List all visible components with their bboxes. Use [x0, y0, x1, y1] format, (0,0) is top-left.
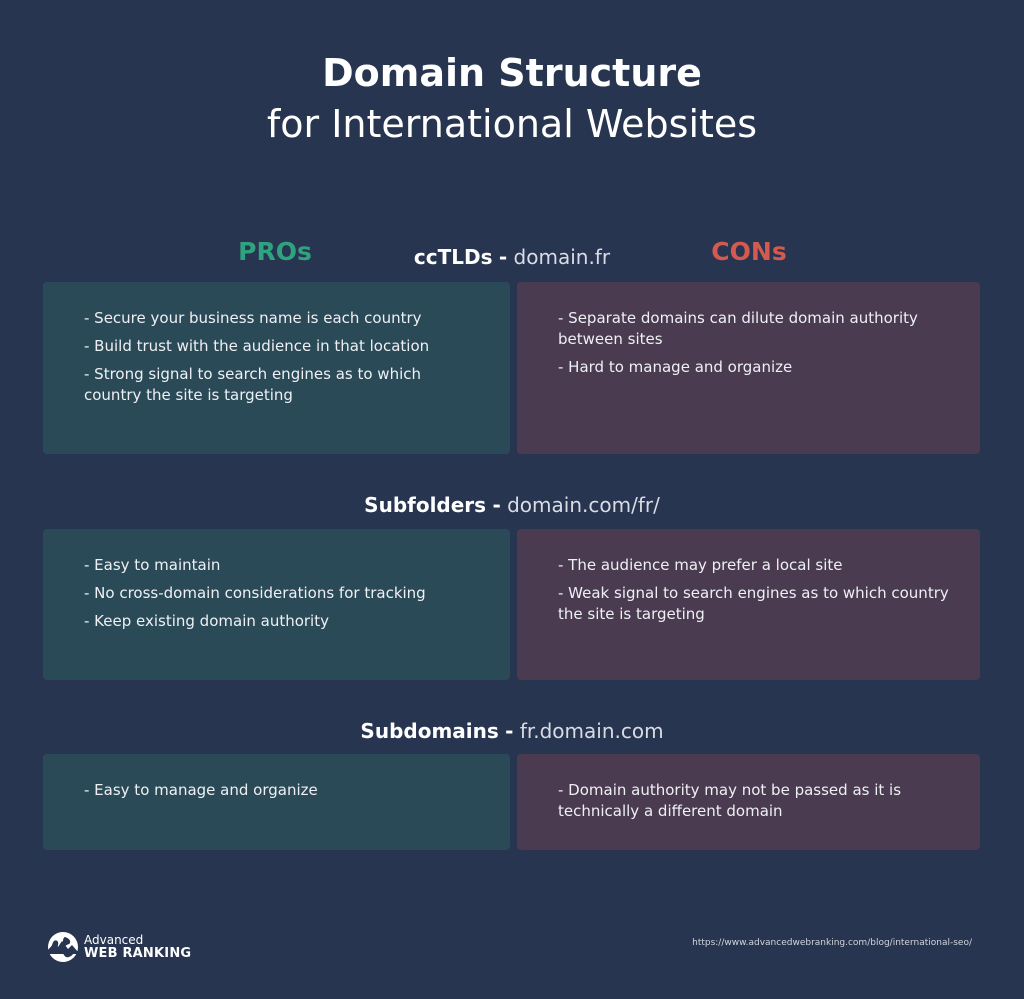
- source-url: https://www.advancedwebranking.com/blog/…: [692, 938, 972, 948]
- cons-box-subfolders: - The audience may prefer a local site -…: [517, 529, 980, 680]
- list-item: - Weak signal to search engines as to wh…: [558, 584, 949, 623]
- cons-box-cctlds: - Separate domains can dilute domain aut…: [517, 282, 980, 454]
- section-domain: fr.domain.com: [519, 719, 664, 743]
- section-label: Subdomains: [360, 719, 499, 743]
- cons-box-subdomains: - Domain authority may not be passed as …: [517, 754, 980, 850]
- list-item: - The audience may prefer a local site: [558, 556, 843, 574]
- list-item: - Strong signal to search engines as to …: [84, 365, 421, 404]
- cons-column-heading: CONs: [711, 237, 787, 266]
- list-item: - Easy to maintain: [84, 556, 221, 574]
- page-title: Domain Structure: [322, 51, 702, 95]
- section-separator: -: [498, 245, 508, 269]
- list-item: - No cross-domain considerations for tra…: [84, 584, 426, 602]
- section-domain: domain.fr: [513, 245, 611, 269]
- section-title-cctlds: ccTLDs - domain.fr: [0, 243, 1024, 271]
- section-separator: -: [492, 493, 501, 517]
- pros-box-cctlds: - Secure your business name is each coun…: [43, 282, 510, 454]
- section-label: Subfolders: [364, 493, 487, 517]
- brand-logo: Advanced WEB RANKING: [46, 930, 191, 964]
- section-label: ccTLDs: [413, 245, 493, 269]
- section-title-subfolders: Subfolders - domain.com/fr/: [0, 491, 1024, 519]
- globe-icon: [48, 932, 78, 962]
- logo-line-2: WEB RANKING: [84, 946, 192, 961]
- list-item: - Easy to manage and organize: [84, 781, 318, 799]
- list-item: - Domain authority may not be passed as …: [558, 781, 902, 820]
- list-item: - Hard to manage and organize: [558, 358, 793, 376]
- section-title-subdomains: Subdomains - fr.domain.com: [0, 717, 1024, 745]
- list-item: - Keep existing domain authority: [84, 612, 329, 630]
- list-item: - Build trust with the audience in that …: [84, 337, 430, 355]
- pros-column-heading: PROs: [238, 237, 312, 266]
- section-separator: -: [505, 719, 514, 743]
- list-item: - Separate domains can dilute domain aut…: [558, 309, 918, 348]
- logo-line-1: Advanced: [84, 933, 144, 947]
- pros-box-subfolders: - Easy to maintain - No cross-domain con…: [43, 529, 510, 680]
- section-domain: domain.com/fr/: [507, 493, 660, 517]
- page-subtitle: for International Websites: [266, 102, 758, 146]
- list-item: - Secure your business name is each coun…: [84, 309, 422, 327]
- pros-box-subdomains: - Easy to manage and organize: [43, 754, 510, 850]
